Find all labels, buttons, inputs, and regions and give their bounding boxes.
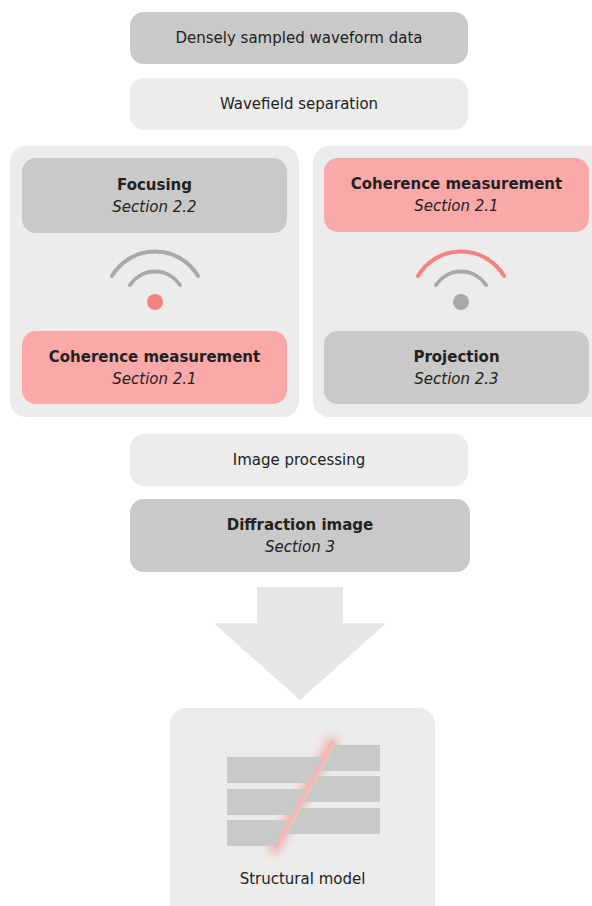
panel-ground xyxy=(313,146,592,417)
process-box: Coherence measurementSection 2.1 xyxy=(22,331,287,404)
section-ref: Section 2.3 xyxy=(414,368,498,390)
process-box: ProjectionSection 2.3 xyxy=(324,331,589,404)
panel-ground xyxy=(10,146,299,417)
projection-icon xyxy=(418,252,504,310)
fault-illustration xyxy=(227,738,380,852)
box-label: Projection xyxy=(413,346,499,368)
data-box: Densely sampled waveform data xyxy=(130,12,468,64)
box-label: Structural model xyxy=(240,868,366,890)
box-label: Coherence measurement xyxy=(49,346,260,368)
result-box: Diffraction imageSection 3 xyxy=(130,499,470,572)
box-label: Focusing xyxy=(117,174,192,196)
box-label: Image processing xyxy=(233,449,366,471)
section-ref: Section 2.1 xyxy=(414,195,498,217)
box-label: Wavefield separation xyxy=(220,93,378,115)
section-ref: Section 2.1 xyxy=(112,368,196,390)
box-label: Coherence measurement xyxy=(351,173,562,195)
step-box: Wavefield separation xyxy=(130,78,468,130)
method-panel: Coherence measurementSection 2.1Projecti… xyxy=(313,146,592,417)
process-box: Coherence measurementSection 2.1 xyxy=(324,158,589,232)
box-label: Diffraction image xyxy=(227,514,373,536)
focus-icon xyxy=(112,252,198,310)
method-panel: FocusingSection 2.2Coherence measurement… xyxy=(10,146,299,417)
step-box: Image processing xyxy=(130,434,468,486)
section-ref: Section 3 xyxy=(265,536,335,558)
box-label: Densely sampled waveform data xyxy=(175,27,422,49)
panel-ground xyxy=(170,708,435,906)
section-ref: Section 2.2 xyxy=(112,196,196,218)
model-panel: Structural model xyxy=(170,708,435,906)
block-arrow xyxy=(214,587,386,700)
process-box: FocusingSection 2.2 xyxy=(22,158,287,233)
